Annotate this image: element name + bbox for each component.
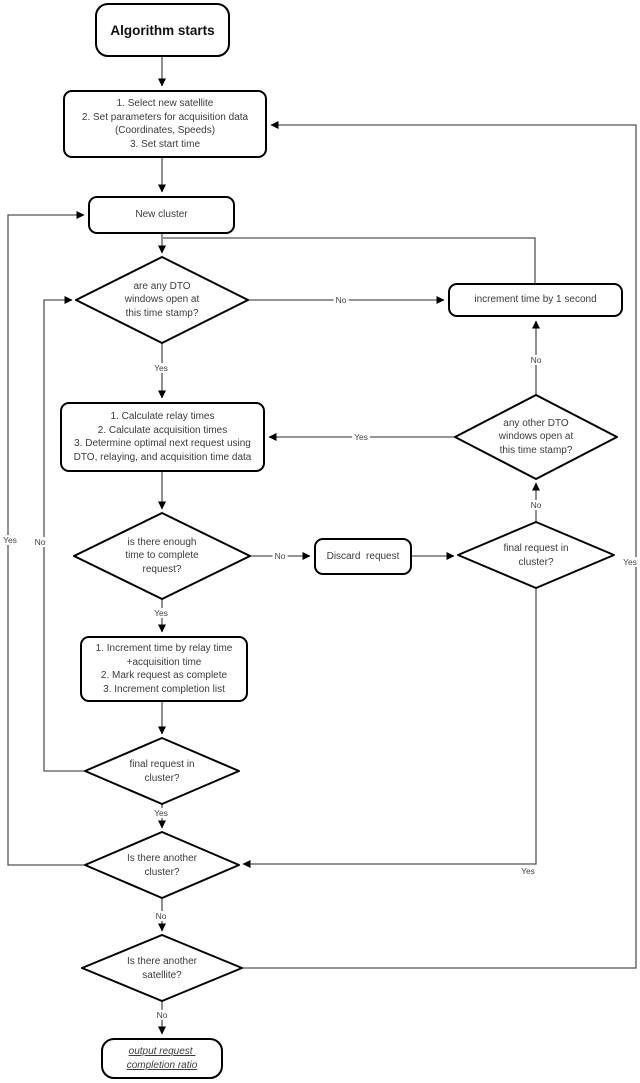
edge-label-no: No <box>333 295 349 305</box>
edge-anothersat-yes <box>242 121 637 969</box>
edge-label-yes: Yes <box>152 608 170 618</box>
diamond-another-cluster-text: Is there another cluster? <box>92 847 232 884</box>
diamond-other-dto <box>454 394 618 480</box>
node-new-cluster-label: New cluster <box>135 209 188 221</box>
diamond-other-dto-text: any other DTO windows open at this time … <box>466 411 606 463</box>
diamond-line: is there enough <box>127 536 197 548</box>
diamond-line: final request in <box>129 759 195 770</box>
diamond-line: any other DTO <box>503 417 569 429</box>
edge-label-no: No <box>528 355 544 365</box>
diamond-final-request-right-text: final request in cluster? <box>466 537 606 574</box>
diamond-line: satellite? <box>142 969 182 981</box>
diamond-line: time to complete <box>125 550 199 562</box>
node-new-cluster: New cluster <box>88 196 235 234</box>
node-discard-request: Discard request <box>314 538 412 575</box>
node-setup-line: 2. Set parameters for acquisition data <box>81 111 249 123</box>
edge-label-yes: Yes <box>1 535 19 545</box>
diamond-another-satellite <box>81 934 243 1002</box>
diamond-final-request-right <box>457 521 615 589</box>
edge-label-yes: Yes <box>352 432 370 442</box>
edge-label-yes: Yes <box>152 808 170 818</box>
diamond-line: Is there another <box>126 853 198 864</box>
edge-label-no: No <box>32 537 48 547</box>
diamond-another-satellite-text: Is there another satellite? <box>92 950 232 987</box>
diamond-line: this time stamp? <box>499 444 573 456</box>
node-increment-complete-line: 3. Increment completion list <box>103 683 225 695</box>
edge-label-no: No <box>153 911 169 921</box>
diamond-line: final request in <box>503 543 569 554</box>
node-increment-complete-line: 1. Increment time by relay time <box>95 643 233 654</box>
diamond-final-request-left <box>84 737 240 805</box>
node-algorithm-starts: Algorithm starts <box>95 3 230 57</box>
node-setup: 1. Select new satellite 2. Set parameter… <box>63 90 267 158</box>
node-setup-line: 1. Select new satellite <box>116 98 214 109</box>
edge-label-yes: Yes <box>519 866 537 876</box>
node-increment-second: increment time by 1 second <box>448 283 623 317</box>
node-calc-line: 2. Calculate acquisition times <box>97 424 228 436</box>
diamond-line: windows open at <box>124 294 200 306</box>
edge-label-no: No <box>154 1010 170 1020</box>
node-calc: 1. Calculate relay times 2. Calculate ac… <box>60 402 265 472</box>
diamond-line: request? <box>142 563 182 575</box>
node-increment-complete-line: 2. Mark request as complete <box>100 670 228 681</box>
node-calc-line: DTO, relaying, and acquisition time data <box>73 451 252 463</box>
node-output-ratio-line: output request <box>128 1046 196 1057</box>
diamond-dto-open <box>75 256 249 344</box>
diamond-line: windows open at <box>498 431 574 443</box>
edge-label-yes: Yes <box>152 363 170 373</box>
diamond-line: cluster? <box>518 556 554 568</box>
diamond-final-request-left-text: final request in cluster? <box>92 753 232 790</box>
node-discard-request-label: Discard request <box>326 550 400 562</box>
node-algorithm-starts-label: Algorithm starts <box>110 22 215 38</box>
diamond-line: this time stamp? <box>125 307 199 319</box>
edge-finalleft-no <box>43 296 85 772</box>
node-increment-complete: 1. Increment time by relay time +acquisi… <box>80 636 248 702</box>
node-setup-line: 3. Set start time <box>129 138 201 150</box>
diamond-line: Is there another <box>126 956 198 967</box>
edge-increment-return <box>163 237 536 283</box>
diamond-enough-time <box>73 512 251 600</box>
node-calc-line: 1. Calculate relay times <box>110 411 215 422</box>
edge-finalright-yes <box>242 588 537 868</box>
node-setup-line: (Coordinates, Speeds) <box>114 125 216 136</box>
node-output-ratio-line: completion ratio <box>126 1059 198 1071</box>
node-increment-second-label: increment time by 1 second <box>474 294 597 306</box>
node-output-ratio: output request completion ratio <box>101 1038 223 1079</box>
node-calc-line: 3. Determine optimal next request using <box>74 438 251 449</box>
diamond-enough-time-text: is there enough time to complete request… <box>92 530 232 582</box>
edge-label-yes: Yes <box>621 557 639 567</box>
diamond-line: are any DTO <box>133 280 191 292</box>
diamond-line: cluster? <box>144 772 180 784</box>
diamond-line: cluster? <box>144 866 180 878</box>
edge-label-no: No <box>528 500 544 510</box>
diamond-another-cluster <box>84 831 240 899</box>
diamond-dto-open-text: are any DTO windows open at this time st… <box>92 274 232 326</box>
node-increment-complete-line: +acquisition time <box>126 656 202 668</box>
edge-label-no: No <box>272 551 288 561</box>
